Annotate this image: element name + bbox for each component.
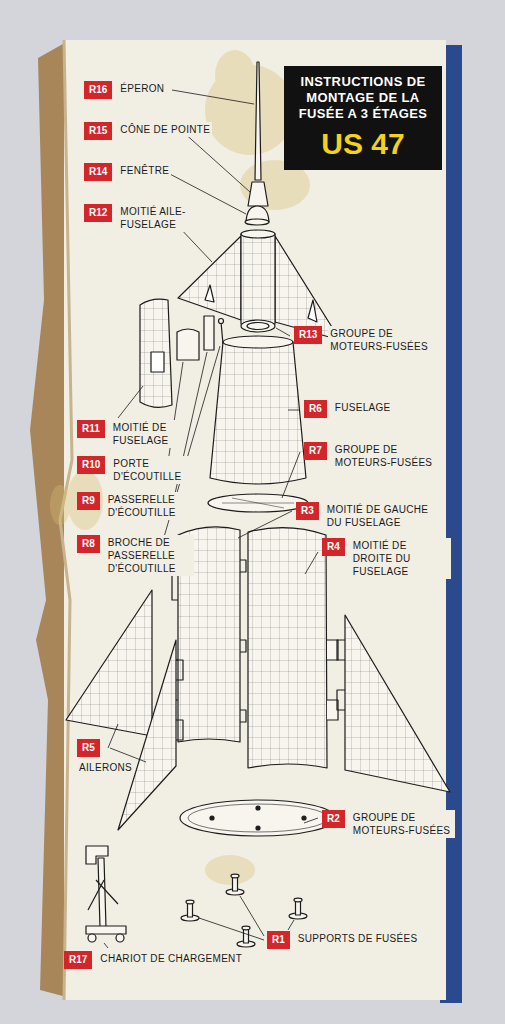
part-callout: R7 GROUPE DE MOTEURS-FUSÉES xyxy=(304,442,441,470)
part-callout: R6 FUSELAGE xyxy=(304,400,393,418)
model-number: US 47 xyxy=(290,126,436,162)
callout-number: R16 xyxy=(84,81,112,99)
part-callout: R4 MOITIÉ DE DROITE DU FUSELAGE xyxy=(322,538,451,579)
leader-lines xyxy=(104,90,318,948)
callout-number: R2 xyxy=(322,810,345,828)
callout-number: R6 xyxy=(304,400,327,418)
callout-number: R13 xyxy=(294,326,322,344)
callout-number: R7 xyxy=(304,442,327,460)
part-callout: R2 GROUPE DE MOTEURS-FUSÉES xyxy=(322,810,455,838)
part-callout: R5AILERONS xyxy=(77,739,134,775)
callout-number: R1 xyxy=(267,931,290,949)
part-name: MOITIÉ DE GAUCHE DU FUSELAGE xyxy=(325,502,439,530)
part-name: MOITIÉ DE FUSELAGE xyxy=(111,420,183,448)
title-text: INSTRUCTIONS DE MONTAGE DE LA FUSÉE A 3 … xyxy=(290,74,436,122)
part-callout: R8 BROCHE DE PASSERELLE D'ÉCOUTILLE xyxy=(77,535,194,576)
part-name: BROCHE DE PASSERELLE D'ÉCOUTILLE xyxy=(106,535,194,576)
part-callout: R10 PORTE D'ÉCOUTILLE xyxy=(77,456,189,484)
part-callout: R16 ÉPERON xyxy=(84,81,166,99)
part-callout: R9 PASSERELLE D'ÉCOUTILLE xyxy=(77,492,190,520)
callout-number: R11 xyxy=(77,420,105,438)
part-callout: R15 CÔNE DE POINTE xyxy=(84,122,212,140)
part-name: GROUPE DE MOTEURS-FUSÉES xyxy=(351,810,455,838)
callout-number: R5 xyxy=(77,739,100,757)
callout-number: R3 xyxy=(296,502,319,520)
part-callout: R13 GROUPE DE MOTEURS-FUSÉES xyxy=(294,326,444,354)
part-name: ÉPERON xyxy=(118,81,166,96)
title-box: INSTRUCTIONS DE MONTAGE DE LA FUSÉE A 3 … xyxy=(284,66,442,170)
callout-number: R14 xyxy=(84,163,112,181)
part-name: FENÊTRE xyxy=(118,163,171,178)
callout-number: R12 xyxy=(84,204,112,222)
part-callout: R14 FENÊTRE xyxy=(84,163,171,181)
part-name: MOITIÉ AILE-FUSELAGE xyxy=(118,204,204,232)
part-callout: R17 CHARIOT DE CHARGEMENT xyxy=(64,951,244,969)
callout-number: R15 xyxy=(84,122,112,140)
part-callout: R3 MOITIÉ DE GAUCHE DU FUSELAGE xyxy=(296,502,439,530)
part-name: SUPPORTS DE FUSÉES xyxy=(296,931,420,946)
callout-number: R8 xyxy=(77,535,100,553)
callout-number: R10 xyxy=(77,456,105,474)
part-name: GROUPE DE MOTEURS-FUSÉES xyxy=(333,442,441,470)
part-name: GROUPE DE MOTEURS-FUSÉES xyxy=(328,326,444,354)
part-name: CHARIOT DE CHARGEMENT xyxy=(98,951,244,966)
part-name: CÔNE DE POINTE xyxy=(118,122,212,137)
part-callout: R1 SUPPORTS DE FUSÉES xyxy=(267,931,419,949)
callout-number: R9 xyxy=(77,492,100,510)
part-callout: R12 MOITIÉ AILE-FUSELAGE xyxy=(84,204,204,232)
callout-number: R4 xyxy=(322,538,345,556)
callout-number: R17 xyxy=(64,951,92,969)
instruction-sheet xyxy=(64,40,446,1000)
part-name: AILERONS xyxy=(77,760,134,775)
part-name: FUSELAGE xyxy=(333,400,393,415)
part-name: PASSERELLE D'ÉCOUTILLE xyxy=(106,492,190,520)
part-callout: R11 MOITIÉ DE FUSELAGE xyxy=(77,420,183,448)
part-name: PORTE D'ÉCOUTILLE xyxy=(111,456,189,484)
part-name: MOITIÉ DE DROITE DU FUSELAGE xyxy=(351,538,451,579)
